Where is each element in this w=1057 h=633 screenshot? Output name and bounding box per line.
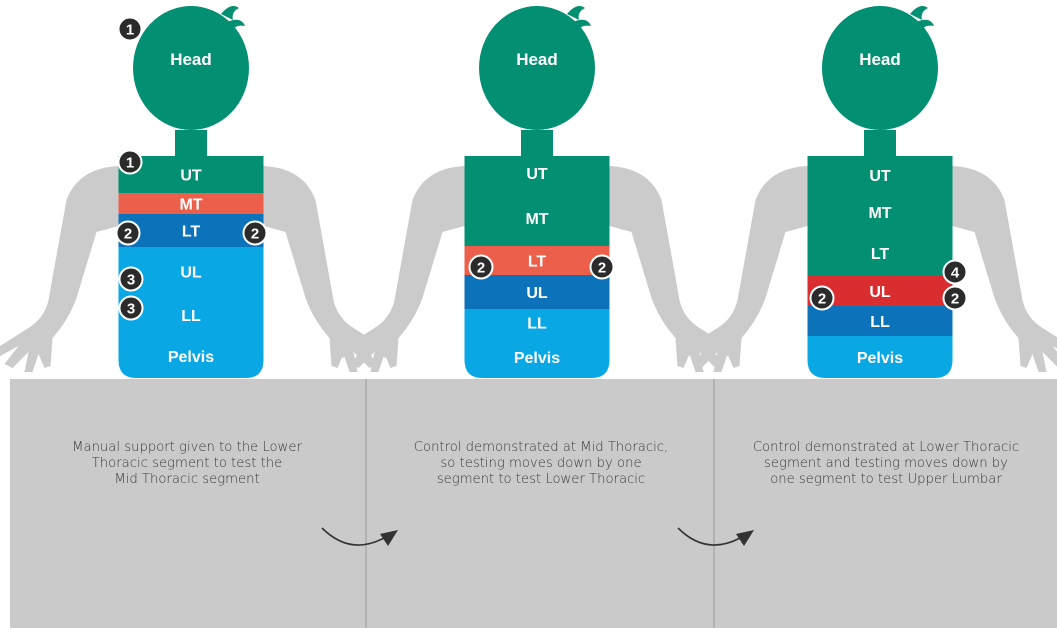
segment-label: UL xyxy=(526,285,548,302)
segment-label: Pelvis xyxy=(514,350,560,367)
head: Head xyxy=(822,6,938,160)
number-badge: 3 xyxy=(120,297,143,320)
badge-number: 2 xyxy=(251,226,259,243)
segment-label: Pelvis xyxy=(168,349,214,366)
badge-number: 1 xyxy=(126,22,134,39)
badge-number: 3 xyxy=(127,272,135,289)
segment-label: LT xyxy=(182,224,201,241)
number-badge: 2 xyxy=(944,287,967,310)
segment-label: MT xyxy=(868,205,891,222)
number-badge: 1 xyxy=(119,18,142,41)
segment-label: UT xyxy=(869,168,891,185)
segment-label: LL xyxy=(870,314,890,331)
head: Head xyxy=(133,6,249,160)
badge-number: 2 xyxy=(818,291,826,308)
number-badge: 1 xyxy=(119,151,142,174)
segment-label: LL xyxy=(181,308,201,325)
badge-number: 2 xyxy=(598,260,606,277)
segment-label: LT xyxy=(528,254,547,271)
torso: UT MT LT UL LL Pelvis xyxy=(119,156,264,378)
segment-label: MT xyxy=(179,197,202,214)
number-badge: 3 xyxy=(120,268,143,291)
segment-label: LT xyxy=(871,246,890,263)
segment-label: LL xyxy=(527,316,547,333)
number-badge: 2 xyxy=(470,256,493,279)
badge-number: 2 xyxy=(477,260,485,277)
number-badge: 2 xyxy=(244,222,267,245)
badge-number: 3 xyxy=(127,301,135,318)
number-badge: 2 xyxy=(811,287,834,310)
badge-number: 2 xyxy=(124,226,132,243)
torso: UT MT LT UL LL Pelvis xyxy=(808,156,953,378)
badge-number: 2 xyxy=(951,291,959,308)
panel-3-caption: Control demonstrated at Lower Thoracic s… xyxy=(716,440,1056,520)
segment-label: UT xyxy=(526,166,548,183)
segment-label: UT xyxy=(180,168,202,185)
segment-label: Pelvis xyxy=(857,350,903,367)
number-badge: 2 xyxy=(591,256,614,279)
head-label: Head xyxy=(516,50,558,69)
number-badge: 4 xyxy=(944,261,967,284)
head-label: Head xyxy=(859,50,901,69)
segment-label: MT xyxy=(525,211,548,228)
panel-2-caption: Control demonstrated at Mid Thoracic, so… xyxy=(368,440,714,520)
badge-number: 4 xyxy=(951,265,960,282)
segment-label: UL xyxy=(869,284,891,301)
badge-number: 1 xyxy=(126,155,134,172)
head-label: Head xyxy=(170,50,212,69)
number-badge: 2 xyxy=(117,222,140,245)
head: Head xyxy=(479,6,595,160)
segment-label: UL xyxy=(180,265,202,282)
panel-1-caption: Manual support given to the Lower Thorac… xyxy=(14,440,360,520)
